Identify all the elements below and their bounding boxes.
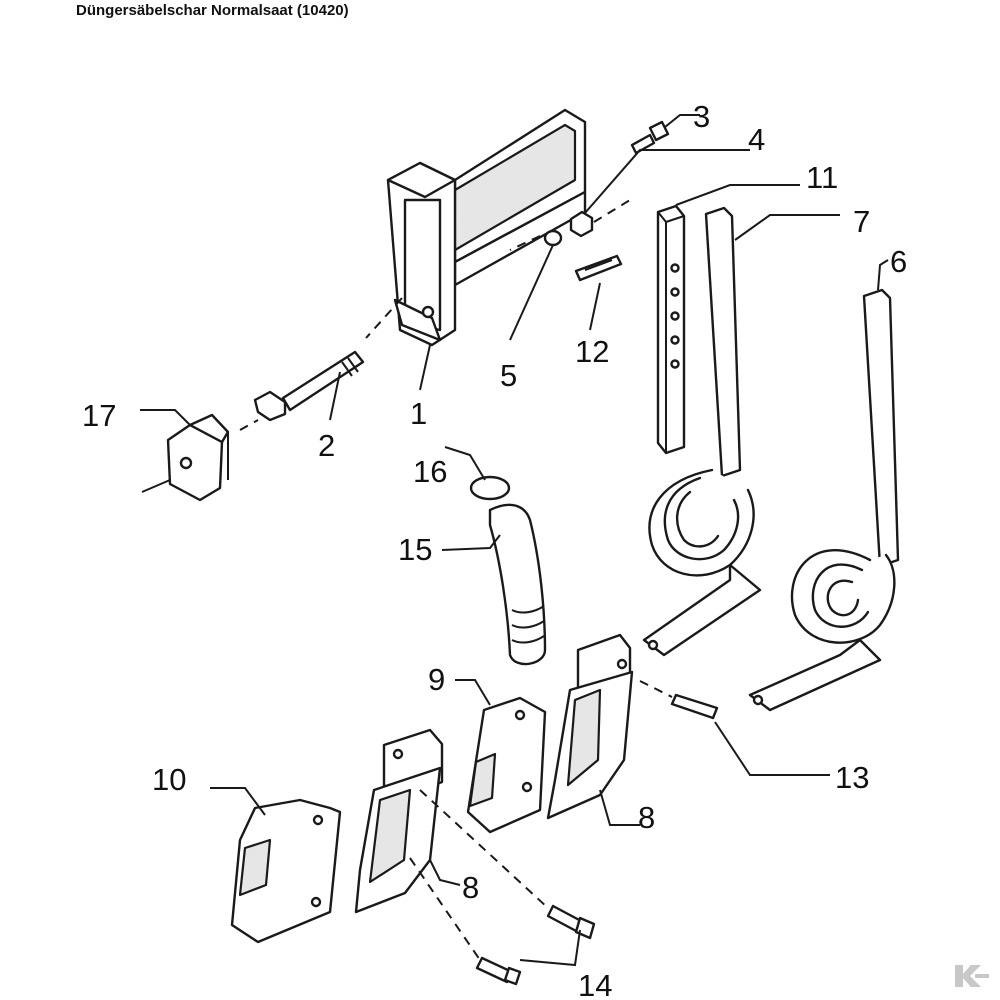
part-6-spring-tine <box>748 288 900 712</box>
part-8-share-right <box>546 633 634 820</box>
callout-12: 12 <box>575 334 609 369</box>
callout-5: 5 <box>500 358 517 393</box>
part-2-long-bolt <box>253 350 365 422</box>
callout-16: 16 <box>413 454 447 489</box>
callout-2: 2 <box>318 428 335 463</box>
callout-1: 1 <box>410 396 427 431</box>
part-17-clamp <box>166 413 230 502</box>
callout-4: 4 <box>748 122 765 157</box>
callout-11: 11 <box>806 160 838 195</box>
callout-6: 6 <box>890 244 907 279</box>
callout-15: 15 <box>398 532 432 567</box>
diagram-title: Düngersäbelschar Normalsaat (10420) <box>76 2 349 19</box>
leader-lines <box>140 114 889 967</box>
callout-8-left: 8 <box>462 870 479 905</box>
part-4-nut <box>569 210 594 238</box>
part-7-spring-tine <box>642 206 762 657</box>
part-3-bolt <box>630 120 670 155</box>
part-1-bracket <box>386 108 587 347</box>
part-10-plate <box>230 798 342 944</box>
part-16-ring <box>469 475 511 501</box>
part-15-hose <box>488 503 547 666</box>
callout-numbers: 1 2 3 4 5 6 7 8 8 9 10 11 12 13 14 15 16… <box>82 99 907 1000</box>
part-9-cover <box>466 696 547 834</box>
callout-3: 3 <box>693 99 710 134</box>
part-13-pin <box>670 693 719 720</box>
callout-13: 13 <box>835 760 869 795</box>
callout-9: 9 <box>428 662 445 697</box>
part-5-washer <box>543 229 563 247</box>
part-11-bar <box>656 204 686 455</box>
part-8-share-left <box>354 728 444 914</box>
assembly-dash-lines <box>239 199 673 961</box>
callout-8-right: 8 <box>638 800 655 835</box>
callout-7: 7 <box>853 204 870 239</box>
part-12-pin <box>574 254 623 282</box>
callout-14: 14 <box>578 968 612 1000</box>
part-14-bolts <box>475 904 596 986</box>
callout-17: 17 <box>82 398 116 433</box>
callout-10: 10 <box>152 762 186 797</box>
brand-logo-icon <box>955 965 989 987</box>
